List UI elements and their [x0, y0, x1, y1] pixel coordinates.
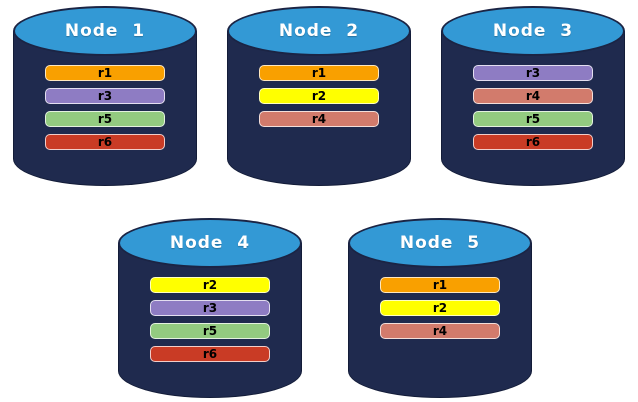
replica-label: r4 — [525, 89, 541, 103]
replica-bar: r3 — [150, 300, 270, 316]
replica-bar: r4 — [380, 323, 500, 339]
replica-label: r2 — [202, 278, 218, 292]
replica-bar: r2 — [150, 277, 270, 293]
node-title: Node 4 — [169, 233, 251, 253]
replica-bar: r5 — [45, 111, 165, 127]
replica-list: r1 r2 r4 — [227, 65, 411, 127]
replica-label: r3 — [97, 89, 113, 103]
replica-label: r5 — [202, 324, 218, 338]
cylinder-body — [118, 243, 302, 398]
replica-bar: r5 — [473, 111, 593, 127]
replica-bar: r4 — [259, 111, 379, 127]
cylinder-top-ellipse: Node 2 — [227, 6, 411, 56]
cylinder-body — [13, 31, 197, 186]
replica-label: r2 — [432, 301, 448, 315]
database-cylinder: Node 1 r1 r3 r5 r6 — [13, 6, 197, 186]
replica-label: r3 — [202, 301, 218, 315]
replica-label: r6 — [202, 347, 218, 361]
replica-bar: r2 — [259, 88, 379, 104]
replica-label: r4 — [432, 324, 448, 338]
replica-list: r3 r4 r5 r6 — [441, 65, 625, 150]
cylinder-body — [348, 243, 532, 398]
cylinder-body — [227, 31, 411, 186]
replica-bar: r6 — [473, 134, 593, 150]
replica-label: r1 — [432, 278, 448, 292]
replica-bar: r4 — [473, 88, 593, 104]
replica-label: r6 — [525, 135, 541, 149]
replica-bar: r3 — [45, 88, 165, 104]
node-title: Node 3 — [492, 21, 574, 41]
node-title: Node 2 — [278, 21, 360, 41]
replica-label: r6 — [97, 135, 113, 149]
database-cylinder: Node 4 r2 r3 r5 r6 — [118, 218, 302, 398]
database-cylinder: Node 2 r1 r2 r4 — [227, 6, 411, 186]
replica-list: r2 r3 r5 r6 — [118, 277, 302, 362]
cylinder-top-ellipse: Node 3 — [441, 6, 625, 56]
cylinder-body — [441, 31, 625, 186]
node-title: Node 1 — [64, 21, 146, 41]
node-row-2: Node 4 r2 r3 r5 r6 Node 5 r1 r2 r4 — [0, 218, 638, 398]
replica-list: r1 r3 r5 r6 — [13, 65, 197, 150]
cylinder-top-ellipse: Node 5 — [348, 218, 532, 268]
replica-label: r2 — [311, 89, 327, 103]
replica-bar: r1 — [380, 277, 500, 293]
replica-label: r1 — [97, 66, 113, 80]
replica-label: r4 — [311, 112, 327, 126]
replica-label: r1 — [311, 66, 327, 80]
cylinder-top-ellipse: Node 4 — [118, 218, 302, 268]
replica-bar: r6 — [45, 134, 165, 150]
replica-list: r1 r2 r4 — [348, 277, 532, 339]
replica-label: r5 — [525, 112, 541, 126]
node-title: Node 5 — [399, 233, 481, 253]
database-cylinder: Node 5 r1 r2 r4 — [348, 218, 532, 398]
replica-bar: r6 — [150, 346, 270, 362]
replica-label: r3 — [525, 66, 541, 80]
cylinder-top-ellipse: Node 1 — [13, 6, 197, 56]
replica-bar: r2 — [380, 300, 500, 316]
replica-label: r5 — [97, 112, 113, 126]
replica-bar: r3 — [473, 65, 593, 81]
replica-bar: r1 — [45, 65, 165, 81]
replica-bar: r5 — [150, 323, 270, 339]
replica-bar: r1 — [259, 65, 379, 81]
database-cylinder: Node 3 r3 r4 r5 r6 — [441, 6, 625, 186]
